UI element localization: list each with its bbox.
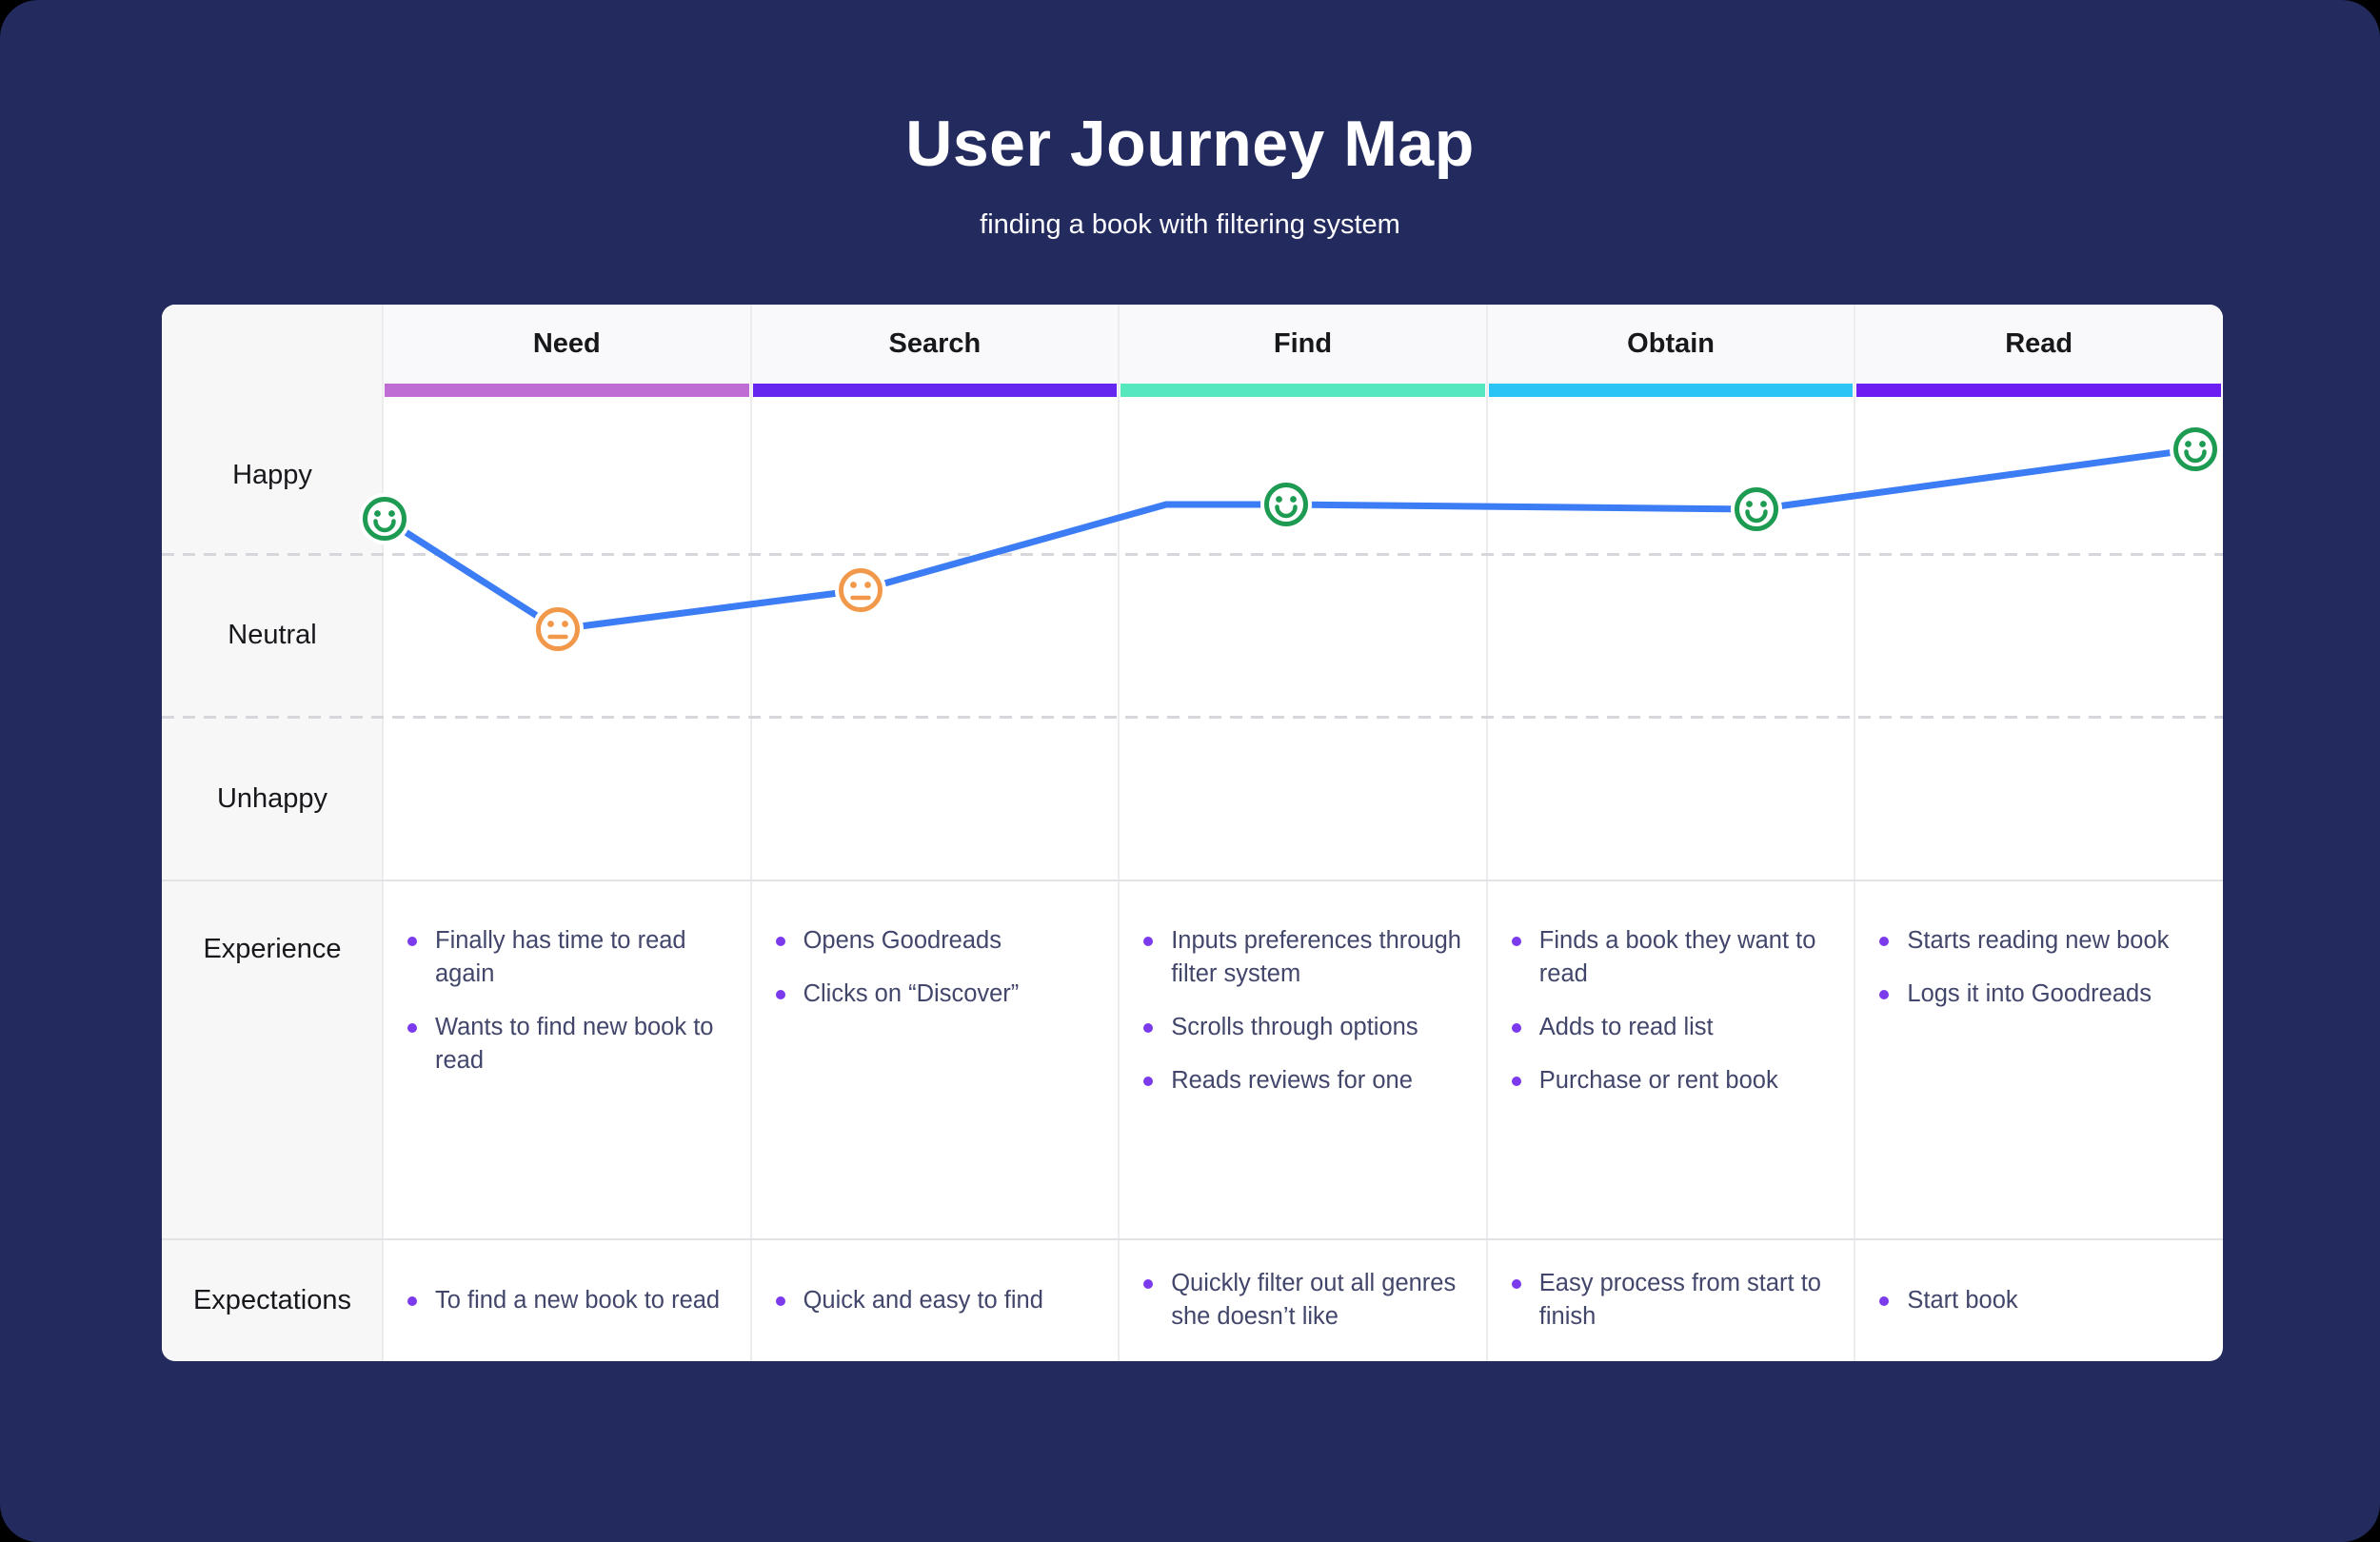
emotion-level-divider — [162, 553, 2223, 556]
list-item-text: Opens Goodreads — [803, 927, 1002, 954]
list-item-text: Clicks on “Discover” — [803, 980, 1020, 1007]
bullet-icon — [1511, 1279, 1521, 1289]
bullet-icon — [407, 1295, 417, 1306]
stage-header-search: Search — [888, 328, 982, 359]
stage-color-bar-find — [1121, 384, 1485, 397]
list-item-text: Logs it into Goodreads — [1907, 980, 2152, 1007]
stage-color-bar-search — [752, 384, 1118, 397]
bullet-icon — [1143, 1023, 1154, 1033]
column-divider — [749, 305, 752, 1361]
row-divider — [162, 1238, 2223, 1240]
column-divider — [1118, 305, 1121, 1361]
column-divider — [1485, 305, 1488, 1361]
list-item-text: Reads reviews for one — [1171, 1067, 1413, 1094]
list-item: Finally has time to read again — [407, 924, 726, 991]
list-item: Start book — [1879, 1284, 2198, 1317]
bullet-icon — [1879, 1295, 1890, 1306]
list-item-text: Wants to find new book to read — [435, 1014, 714, 1074]
header-row-background — [162, 305, 2223, 397]
happy-face-icon-find — [1260, 479, 1312, 530]
page-subtitle: finding a book with filtering system — [980, 209, 1400, 240]
row-label-column — [162, 305, 383, 1361]
expectations-cell-read: Start book — [1879, 1239, 2198, 1361]
list-item-text: Finally has time to read again — [435, 927, 686, 987]
stage-header-read: Read — [2005, 328, 2073, 359]
list-item-text: Scrolls through options — [1171, 1014, 1418, 1040]
row-label-expectations: Expectations — [192, 1284, 352, 1315]
list-item: Opens Goodreads — [775, 924, 1095, 958]
expectations-cell-search: Quick and easy to find — [775, 1239, 1095, 1361]
neutral-face-icon-search — [835, 564, 886, 616]
bullet-icon — [1143, 937, 1154, 946]
stage-header-need: Need — [532, 328, 601, 359]
column-divider — [382, 305, 384, 1361]
happy-face-icon-read — [2170, 424, 2221, 475]
row-label-unhappy: Unhappy — [216, 782, 328, 814]
list-item: Finds a book they want to read — [1511, 924, 1831, 991]
row-label-happy: Happy — [232, 460, 312, 490]
row-label-neutral: Neutral — [228, 620, 317, 650]
list-item: Wants to find new book to read — [407, 1011, 726, 1077]
bullet-icon — [1511, 937, 1521, 946]
bullet-icon — [775, 1295, 785, 1306]
page-title: User Journey Map — [905, 108, 1475, 180]
expectations-cell-need: To find a new book to read — [407, 1239, 726, 1361]
list-item-text: To find a new book to read — [435, 1286, 721, 1314]
list-item-text: Purchase or rent book — [1538, 1067, 1778, 1094]
stage-header-obtain: Obtain — [1627, 328, 1716, 359]
list-item: Adds to read list — [1511, 1011, 1831, 1044]
bullet-icon — [1511, 1077, 1521, 1086]
bullet-icon — [775, 937, 785, 946]
stage-color-bar-read — [1856, 384, 2221, 397]
list-item: Inputs preferences through filter system — [1143, 924, 1462, 991]
list-item-text: Quickly filter out all genres she doesn’… — [1171, 1270, 1457, 1330]
expectations-cell-find: Quickly filter out all genres she doesn’… — [1143, 1239, 1462, 1361]
bullet-icon — [407, 937, 417, 946]
row-label-experience: Experience — [203, 934, 342, 964]
bullet-icon — [1511, 1023, 1521, 1033]
bullet-icon — [407, 1023, 417, 1033]
list-item-text: Start book — [1907, 1286, 2018, 1314]
stage-header-find: Find — [1273, 328, 1333, 359]
list-item: Reads reviews for one — [1143, 1064, 1462, 1097]
bullet-icon — [1879, 990, 1890, 999]
list-item: Easy process from start to finish — [1511, 1267, 1831, 1334]
bullet-icon — [1143, 1279, 1154, 1289]
emotion-level-divider — [162, 716, 2223, 719]
list-item: Scrolls through options — [1143, 1011, 1462, 1044]
list-item: Clicks on “Discover” — [775, 978, 1095, 1011]
list-item: Purchase or rent book — [1511, 1064, 1831, 1097]
column-divider — [1854, 305, 1856, 1361]
list-item-text: Quick and easy to find — [803, 1286, 1043, 1314]
list-item-text: Finds a book they want to read — [1538, 927, 1816, 987]
journey-card: Happy Neutral Unhappy Experience Expecta… — [162, 305, 2223, 1361]
list-item-text: Inputs preferences through filter system — [1171, 927, 1461, 987]
list-item: To find a new book to read — [407, 1284, 726, 1317]
bullet-icon — [775, 990, 785, 999]
list-item: Starts reading new book — [1879, 924, 2198, 958]
expectations-cell-obtain: Easy process from start to finish — [1511, 1239, 1831, 1361]
list-item-text: Adds to read list — [1538, 1014, 1714, 1040]
title-block: User Journey Map finding a book with fil… — [0, 0, 2380, 241]
list-item: Quick and easy to find — [775, 1284, 1095, 1317]
stage-color-bar-obtain — [1488, 384, 1854, 397]
bullet-icon — [1143, 1077, 1154, 1086]
list-item: Logs it into Goodreads — [1879, 978, 2198, 1011]
emotion-line — [381, 445, 2199, 633]
row-divider — [162, 880, 2223, 881]
bullet-icon — [1879, 937, 1890, 946]
happy-face-icon-obtain — [1731, 484, 1782, 535]
list-item-text: Easy process from start to finish — [1538, 1270, 1821, 1330]
list-item-text: Starts reading new book — [1907, 927, 2170, 954]
stage-color-bar-need — [385, 384, 749, 397]
list-item: Quickly filter out all genres she doesn’… — [1143, 1267, 1462, 1334]
experience-cell-find: Inputs preferences through filter system… — [1143, 880, 1462, 1239]
neutral-face-icon-need — [532, 603, 584, 655]
